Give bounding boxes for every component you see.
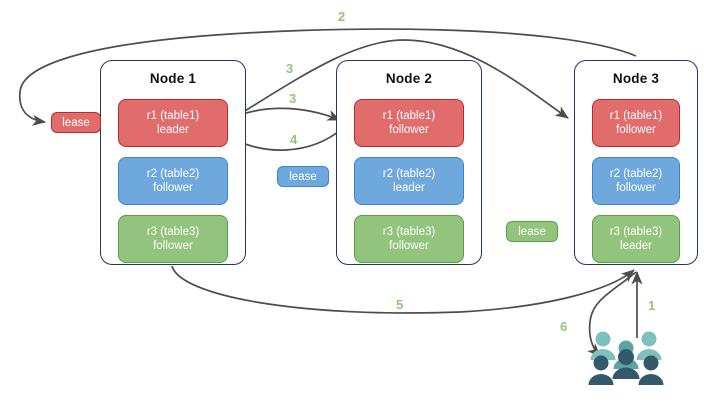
step-1-label: 1: [648, 298, 656, 313]
node-1-replica-r3[interactable]: r3 (table3) follower: [118, 215, 228, 263]
node-2-replica-r3[interactable]: r3 (table3) follower: [354, 215, 464, 263]
replica-label-line2: follower: [616, 124, 656, 136]
step-6-label: 6: [560, 319, 568, 334]
node-2-title: Node 2: [385, 71, 433, 86]
lease-table2-chip[interactable]: lease: [277, 166, 329, 187]
replica-label-line2: follower: [389, 124, 429, 136]
node-2-container[interactable]: Node 2 r1 (table1) follower r2 (table2) …: [336, 60, 482, 265]
node-2-replica-r2[interactable]: r2 (table2) leader: [354, 157, 464, 205]
replica-label-line2: follower: [153, 182, 193, 194]
replica-label-line1: r3 (table3): [382, 226, 436, 238]
node-3-replica-r2[interactable]: r2 (table2) follower: [592, 157, 680, 205]
step-3b-label: 3: [289, 91, 297, 106]
node-3-replica-r3[interactable]: r3 (table3) leader: [592, 215, 680, 263]
node-2-replica-r1[interactable]: r1 (table1) follower: [354, 99, 464, 147]
arrow-step-6: [587, 271, 637, 357]
users-group-icon: [588, 331, 664, 385]
replica-label-line1: r2 (table2): [146, 168, 200, 180]
node-1-container[interactable]: Node 1 r1 (table1) leader r2 (table2) fo…: [100, 60, 246, 265]
lease-table1-chip[interactable]: lease: [51, 112, 101, 133]
step-5-label: 5: [396, 297, 404, 312]
replica-label-line1: r1 (table1): [609, 110, 663, 122]
arrow-step-5: [171, 265, 635, 314]
node-3-container[interactable]: Node 3 r1 (table1) follower r2 (table2) …: [574, 60, 698, 265]
replica-label-line1: r3 (table3): [146, 226, 200, 238]
replica-label-line1: r2 (table2): [382, 168, 436, 180]
replica-label-line1: r3 (table3): [609, 226, 663, 238]
step-4-label: 4: [290, 132, 298, 147]
arrow-step-3a: [221, 39, 569, 126]
step-2-label: 2: [338, 9, 346, 24]
replica-label-line2: follower: [389, 240, 429, 252]
replica-label-line2: follower: [616, 182, 656, 194]
replica-label-line2: follower: [153, 240, 193, 252]
arrow-step-2: [19, 28, 637, 126]
node-1-replica-r2[interactable]: r2 (table2) follower: [118, 157, 228, 205]
replica-label-line1: r2 (table2): [609, 168, 663, 180]
node-1-replica-r1[interactable]: r1 (table1) leader: [118, 99, 228, 147]
replica-label-line2: leader: [157, 124, 189, 136]
lease-table3-chip[interactable]: lease: [506, 221, 558, 242]
node-3-title: Node 3: [612, 71, 660, 86]
step-3a-label: 3: [286, 61, 294, 76]
node-1-title: Node 1: [149, 71, 197, 86]
replica-label-line2: leader: [620, 240, 652, 252]
replica-label-line1: r1 (table1): [146, 110, 200, 122]
replica-label-line1: r1 (table1): [382, 110, 436, 122]
node-3-replica-r1[interactable]: r1 (table1) follower: [592, 99, 680, 147]
replica-label-line2: leader: [393, 182, 425, 194]
